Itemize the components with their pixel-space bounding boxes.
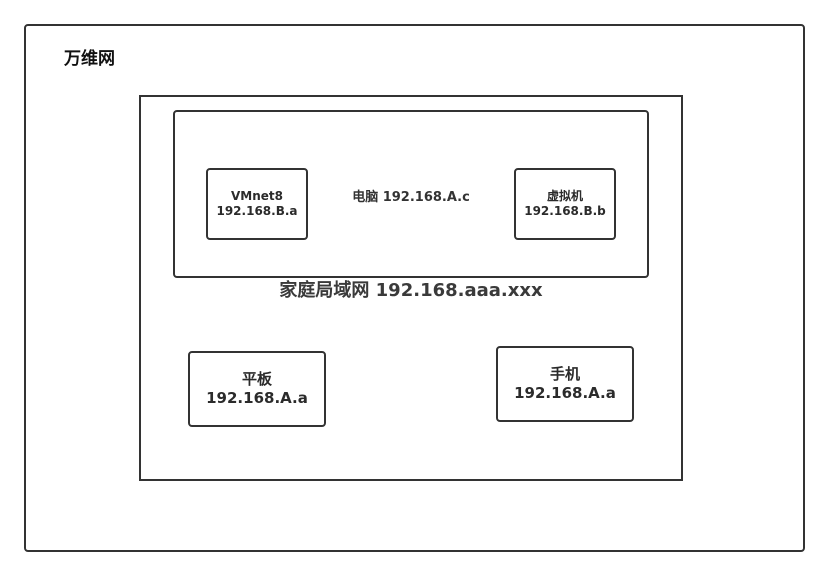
phone-name: 手机 (549, 365, 580, 384)
virtual-machine-ip: 192.168.B.b (524, 204, 606, 218)
vmnet8-node: VMnet8 192.168.B.a (206, 168, 308, 240)
virtual-machine-node: 虚拟机 192.168.B.b (514, 168, 616, 240)
phone-ip: 192.168.A.a (514, 384, 616, 402)
phone-node: 手机 192.168.A.a (496, 346, 634, 422)
virtual-machine-name: 虚拟机 (546, 189, 583, 203)
vmnet8-ip: 192.168.B.a (216, 204, 298, 218)
computer-label: 电脑 192.168.A.c (352, 190, 470, 205)
home-lan-label: 家庭局域网 192.168.aaa.xxx (279, 280, 543, 301)
tablet-ip: 192.168.A.a (206, 389, 308, 407)
tablet-node: 平板 192.168.A.a (188, 351, 326, 427)
tablet-name: 平板 (241, 370, 272, 389)
www-label: 万维网 (64, 49, 115, 69)
vmnet8-name: VMnet8 (231, 189, 283, 203)
